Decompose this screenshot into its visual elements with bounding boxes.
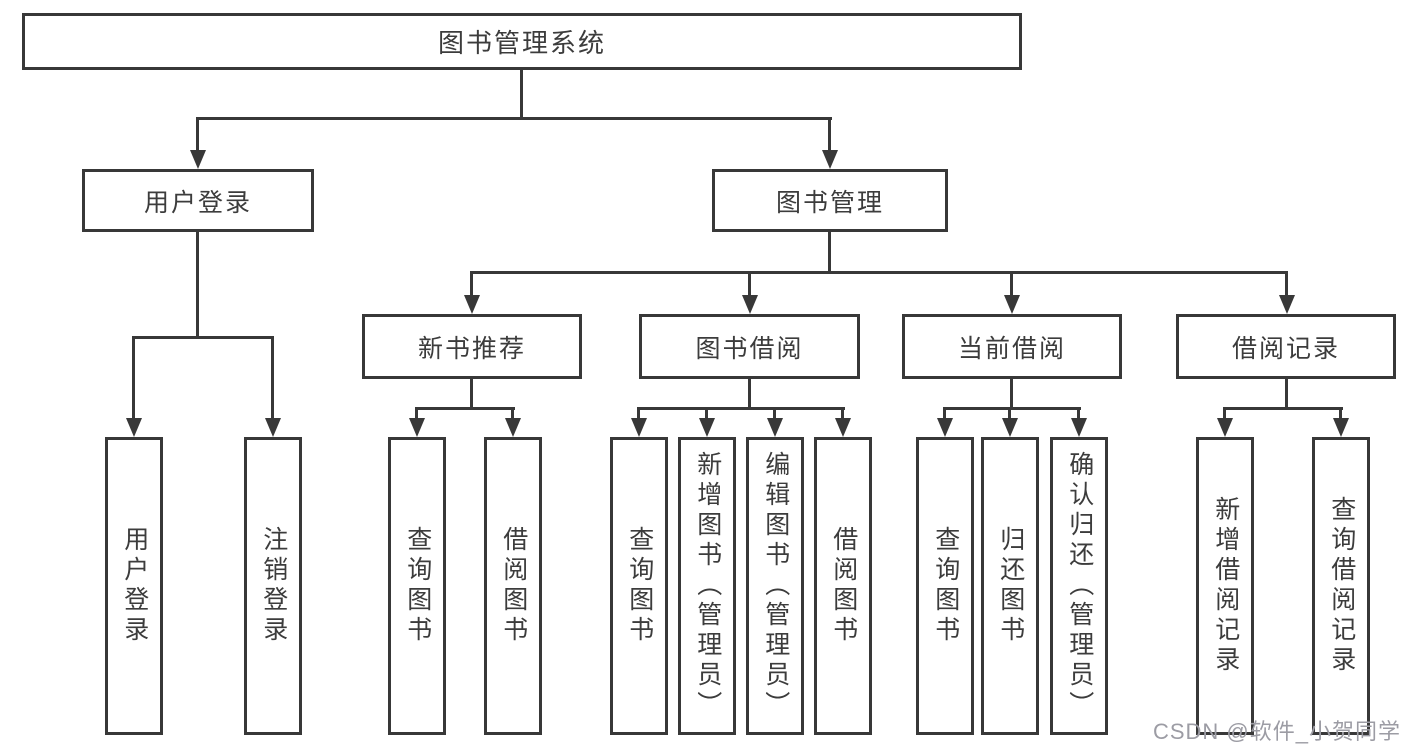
connector-line — [637, 407, 845, 410]
connector-line — [705, 407, 708, 419]
connector-line — [1008, 407, 1011, 419]
node-book-borrowing-label: 图书借阅 — [695, 334, 804, 363]
arrowhead — [835, 418, 851, 437]
connector-line — [196, 117, 199, 151]
connector-line — [132, 336, 135, 419]
arrowhead — [1004, 295, 1020, 314]
arrowhead — [631, 418, 647, 437]
arrowhead — [464, 295, 480, 314]
arrowhead — [190, 150, 206, 169]
connector-line — [1285, 271, 1288, 296]
connector-line — [748, 377, 751, 408]
arrowhead — [126, 418, 142, 437]
leaf-confirm-return-admin-label: 确认归还（管理员） — [1065, 451, 1094, 721]
connector-line — [196, 117, 832, 120]
node-user-login-label: 用户登录 — [143, 188, 252, 217]
node-book-management-label: 图书管理 — [775, 188, 884, 217]
connector-line — [841, 407, 844, 419]
leaf-query-books-current: 查询图书 — [916, 437, 974, 735]
connector-line — [828, 230, 831, 272]
node-new-book-recommend: 新书推荐 — [362, 314, 582, 379]
leaf-return-books: 归还图书 — [981, 437, 1039, 735]
arrowhead — [1071, 418, 1087, 437]
leaf-query-books-current-label: 查询图书 — [931, 526, 960, 646]
arrowhead — [265, 418, 281, 437]
connector-line — [132, 336, 274, 339]
leaf-add-book-admin-label: 新增图书（管理员） — [693, 451, 722, 721]
connector-line — [415, 407, 515, 410]
connector-line — [943, 407, 946, 419]
arrowhead — [742, 295, 758, 314]
connector-line — [828, 117, 831, 151]
arrowhead — [1002, 418, 1018, 437]
leaf-query-books-recommend: 查询图书 — [388, 437, 446, 735]
connector-line — [470, 377, 473, 408]
connector-line — [511, 407, 514, 419]
leaf-borrow-books-borrowing-label: 借阅图书 — [829, 526, 858, 646]
connector-line — [1223, 407, 1226, 419]
leaf-confirm-return-admin: 确认归还（管理员） — [1050, 437, 1108, 735]
leaf-borrow-books-recommend-label: 借阅图书 — [499, 526, 528, 646]
arrowhead — [937, 418, 953, 437]
leaf-query-borrow-record-label: 查询借阅记录 — [1327, 496, 1356, 676]
leaf-query-books-recommend-label: 查询图书 — [403, 526, 432, 646]
leaf-edit-book-admin-label: 编辑图书（管理员） — [761, 451, 790, 721]
node-borrow-records-label: 借阅记录 — [1231, 334, 1340, 363]
leaf-edit-book-admin: 编辑图书（管理员） — [746, 437, 804, 735]
csdn-watermark: CSDN @软件_小贺同学 — [1152, 719, 1401, 744]
connector-line — [1285, 377, 1288, 408]
node-user-login: 用户登录 — [82, 169, 314, 232]
connector-line — [637, 407, 640, 419]
leaf-borrow-books-recommend: 借阅图书 — [484, 437, 542, 735]
node-book-borrowing: 图书借阅 — [639, 314, 860, 379]
node-current-borrowing-label: 当前借阅 — [957, 334, 1066, 363]
leaf-add-borrow-record: 新增借阅记录 — [1196, 437, 1254, 735]
arrowhead — [409, 418, 425, 437]
connector-line — [1339, 407, 1342, 419]
node-new-book-recommend-label: 新书推荐 — [417, 334, 526, 363]
connector-line — [415, 407, 418, 419]
connector-line — [470, 271, 1288, 274]
arrowhead — [699, 418, 715, 437]
leaf-add-borrow-record-label: 新增借阅记录 — [1211, 496, 1240, 676]
connector-line — [1077, 407, 1080, 419]
arrowhead — [1279, 295, 1295, 314]
leaf-logout-login-label: 注销登录 — [259, 526, 288, 646]
leaf-query-books-borrowing-label: 查询图书 — [625, 526, 654, 646]
connector-line — [1010, 377, 1013, 408]
arrowhead — [505, 418, 521, 437]
node-borrow-records: 借阅记录 — [1176, 314, 1396, 379]
connector-line — [196, 230, 199, 338]
leaf-logout-login: 注销登录 — [244, 437, 302, 735]
leaf-user-login: 用户登录 — [105, 437, 163, 735]
leaf-add-book-admin: 新增图书（管理员） — [678, 437, 736, 735]
arrowhead — [822, 150, 838, 169]
connector-line — [748, 271, 751, 296]
arrowhead — [1217, 418, 1233, 437]
connector-line — [520, 68, 523, 118]
connector-line — [470, 271, 473, 296]
connector-line — [1010, 271, 1013, 296]
leaf-return-books-label: 归还图书 — [996, 526, 1025, 646]
connector-line — [271, 336, 274, 419]
leaf-borrow-books-borrowing: 借阅图书 — [814, 437, 872, 735]
node-current-borrowing: 当前借阅 — [902, 314, 1122, 379]
arrowhead — [1333, 418, 1349, 437]
node-book-management: 图书管理 — [712, 169, 948, 232]
connector-line — [943, 407, 1081, 410]
leaf-user-login-label: 用户登录 — [120, 526, 149, 646]
node-library-system-label: 图书管理系统 — [437, 28, 606, 58]
leaf-query-books-borrowing: 查询图书 — [610, 437, 668, 735]
arrowhead — [767, 418, 783, 437]
connector-line — [1223, 407, 1343, 410]
leaf-query-borrow-record: 查询借阅记录 — [1312, 437, 1370, 735]
connector-line — [773, 407, 776, 419]
node-library-system: 图书管理系统 — [22, 13, 1022, 70]
